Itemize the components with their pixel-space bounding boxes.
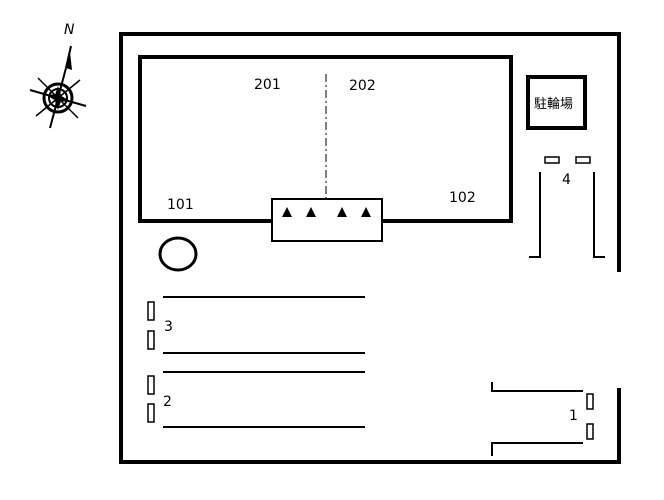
parking-space-1: [491, 382, 594, 456]
unit-102-label: 102: [449, 190, 476, 206]
unit-201-label: 201: [254, 77, 281, 93]
parking-space-1-label: 1: [569, 408, 578, 424]
building-outline: [138, 55, 513, 223]
unit-202-label: 202: [349, 78, 376, 94]
parking-space-2-label: 2: [163, 394, 172, 410]
bicycle-parking-label: 駐輪場: [534, 96, 573, 112]
parking-space-3: [147, 296, 365, 354]
parking-space-4-label: 4: [562, 172, 571, 188]
step-arrow-icon: [282, 207, 292, 217]
compass-north-label: N: [64, 22, 75, 38]
round-feature: [158, 236, 198, 272]
entrance-steps: [271, 198, 383, 242]
site-boundary: [119, 32, 621, 464]
step-arrow-icon: [361, 207, 371, 217]
parking-space-2: [147, 371, 365, 428]
bicycle-parking: [526, 75, 587, 130]
unit-101-label: 101: [167, 197, 194, 213]
parking-space-3-label: 3: [164, 319, 173, 335]
parking-space-4: [529, 156, 605, 258]
compass-rose-icon: [29, 45, 87, 129]
step-arrow-icon: [337, 207, 347, 217]
step-arrow-icon: [306, 207, 316, 217]
